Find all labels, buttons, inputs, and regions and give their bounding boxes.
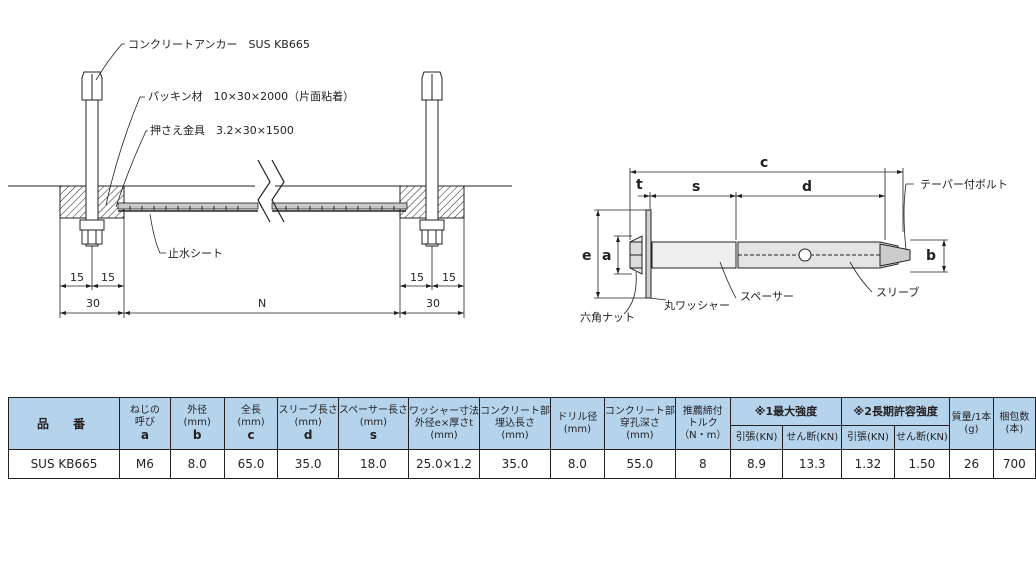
cell-thread: M6	[118, 449, 171, 479]
anchor-label: コンクリートアンカー SUS KB665	[128, 38, 310, 51]
plate-label: 押さえ金具 3.2×30×1500	[150, 123, 294, 137]
dim-b: b	[926, 248, 936, 264]
col-max-shear: せん断(KN)	[782, 425, 843, 450]
dim-30-left: 30	[86, 297, 100, 310]
washer-label: 丸ワッシャー	[664, 299, 730, 312]
col-allow-tension: 引張(KN)	[841, 425, 895, 450]
col-length: 全長(mm)c	[223, 397, 279, 450]
cell-allow-shear: 1.50	[893, 449, 951, 479]
col-torque: 推薦締付トルク（N・m）	[674, 397, 731, 450]
packing-label: パッキン材 10×30×2000（片面粘着）	[148, 89, 354, 103]
cell-washer: 25.0×1.2	[407, 449, 480, 479]
col-drill: ドリル径(mm)	[549, 397, 605, 450]
cell-torque: 8	[674, 449, 731, 479]
cell-sleeve: 35.0	[277, 449, 339, 479]
bolt-body	[629, 209, 911, 299]
col-hole: コンクリート部穿孔深さ(mm)	[603, 397, 676, 450]
dim-c: c	[760, 155, 768, 171]
dim-t: t	[636, 177, 643, 193]
right-anchor-bolt	[419, 71, 445, 247]
cell-embed: 35.0	[478, 449, 551, 479]
dim-n: N	[258, 297, 266, 310]
col-sleeve: スリーブ長さ(mm)d	[277, 397, 339, 450]
table-row: SUS KB665 M6 8.0 65.0 35.0 18.0 25.0×1.2…	[8, 449, 1036, 479]
col-allow-strength: ※2長期許容強度	[841, 397, 951, 426]
dim-a: a	[602, 248, 611, 264]
col-spacer: スペーサー長さ(mm)s	[337, 397, 409, 450]
dim-15-a: 15	[70, 271, 84, 284]
col-mass: 質量/1本(g)	[949, 397, 994, 450]
taper-bolt-label: テーパー付ボルト	[920, 178, 1008, 191]
bolt-detail-drawing: c t s d e a b	[580, 155, 1008, 324]
cell-max-tension: 8.9	[729, 449, 784, 479]
spacer-label: スペーサー	[740, 290, 794, 303]
cell-pack: 700	[992, 449, 1036, 479]
col-allow-shear: せん断(KN)	[893, 425, 951, 450]
dim-30-right: 30	[426, 297, 440, 310]
dim-15-d: 15	[442, 271, 456, 284]
cell-drill: 8.0	[549, 449, 605, 479]
cell-mass: 26	[949, 449, 994, 479]
cell-spacer: 18.0	[337, 449, 409, 479]
cell-allow-tension: 1.32	[841, 449, 895, 479]
cell-part: SUS KB665	[8, 449, 120, 479]
dim-e: e	[582, 248, 592, 264]
col-embed: コンクリート部埋込長さ(mm)	[478, 397, 551, 450]
dim-s: s	[692, 179, 700, 195]
col-part: 品 番	[8, 397, 120, 450]
col-outer: 外径(mm)b	[169, 397, 225, 450]
cell-length: 65.0	[223, 449, 279, 479]
sleeve-label: スリーブ	[876, 285, 919, 299]
cell-hole: 55.0	[603, 449, 676, 479]
sheet-label: 止水シート	[168, 247, 223, 260]
cell-max-shear: 13.3	[782, 449, 843, 479]
col-washer: ワッシャー寸法外径e×厚さt(mm)	[407, 397, 480, 450]
dim-d: d	[802, 179, 812, 195]
left-anchor-bolt	[79, 71, 105, 247]
col-max-strength: ※1最大強度	[729, 397, 843, 426]
hex-nut-label: 六角ナット	[580, 311, 635, 324]
col-max-tension: 引張(KN)	[729, 425, 784, 450]
cell-outer: 8.0	[169, 449, 225, 479]
col-pack: 梱包数(本)	[992, 397, 1036, 450]
installation-drawing: コンクリートアンカー SUS KB665 パッキン材 10×30×2000（片面…	[8, 38, 512, 318]
dim-15-b: 15	[101, 271, 115, 284]
dim-15-c: 15	[410, 271, 424, 284]
